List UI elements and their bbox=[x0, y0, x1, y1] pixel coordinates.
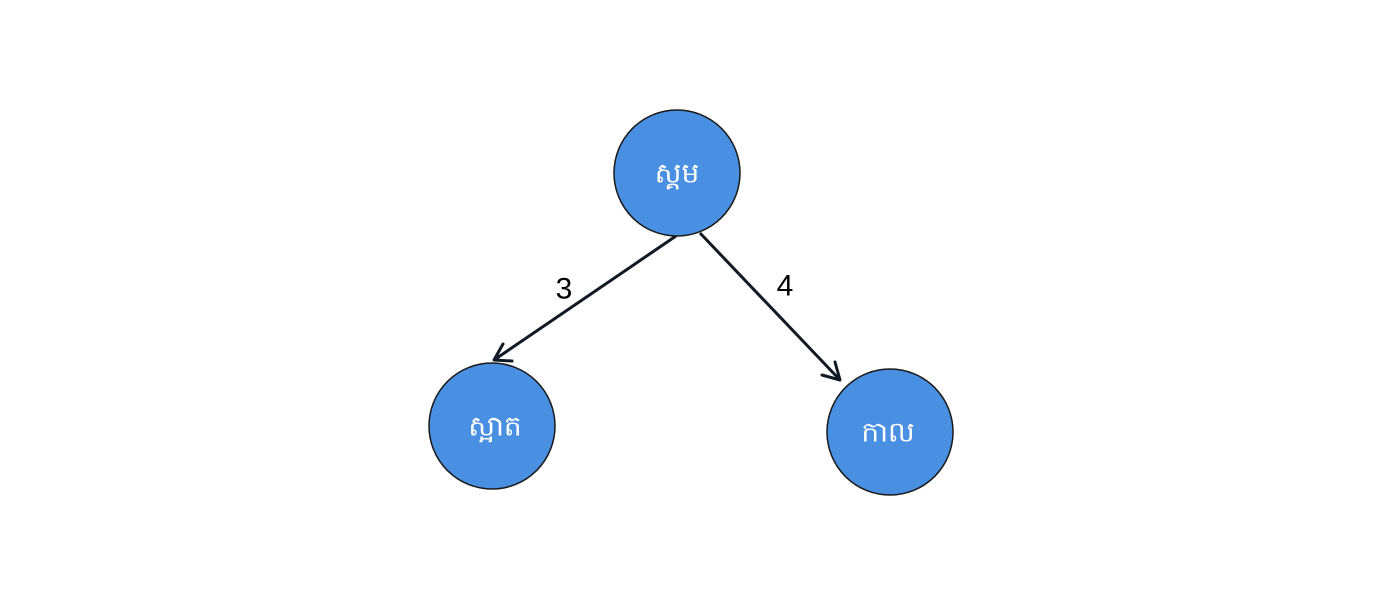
node-label: កាល bbox=[861, 416, 914, 449]
edge-line-root-right bbox=[698, 231, 842, 382]
node-left: ស្អាត bbox=[428, 362, 556, 490]
node-circle bbox=[428, 362, 556, 490]
node-label: ស្គម bbox=[655, 157, 699, 190]
node-label: ស្អាត bbox=[468, 410, 521, 443]
edge-root-left: 3 bbox=[492, 234, 677, 363]
edge-root-right: 4 bbox=[698, 231, 842, 382]
arrowhead-left bbox=[492, 342, 514, 363]
arrowhead-right bbox=[820, 360, 842, 382]
edge-weight-label: 4 bbox=[777, 270, 794, 303]
node-root: ស្គម bbox=[613, 109, 741, 237]
node-right: កាល bbox=[826, 368, 954, 496]
node-circle bbox=[826, 368, 954, 496]
node-circle bbox=[613, 109, 741, 237]
edge-weight-label: 3 bbox=[556, 273, 573, 306]
edge-line-root-left bbox=[493, 234, 677, 362]
